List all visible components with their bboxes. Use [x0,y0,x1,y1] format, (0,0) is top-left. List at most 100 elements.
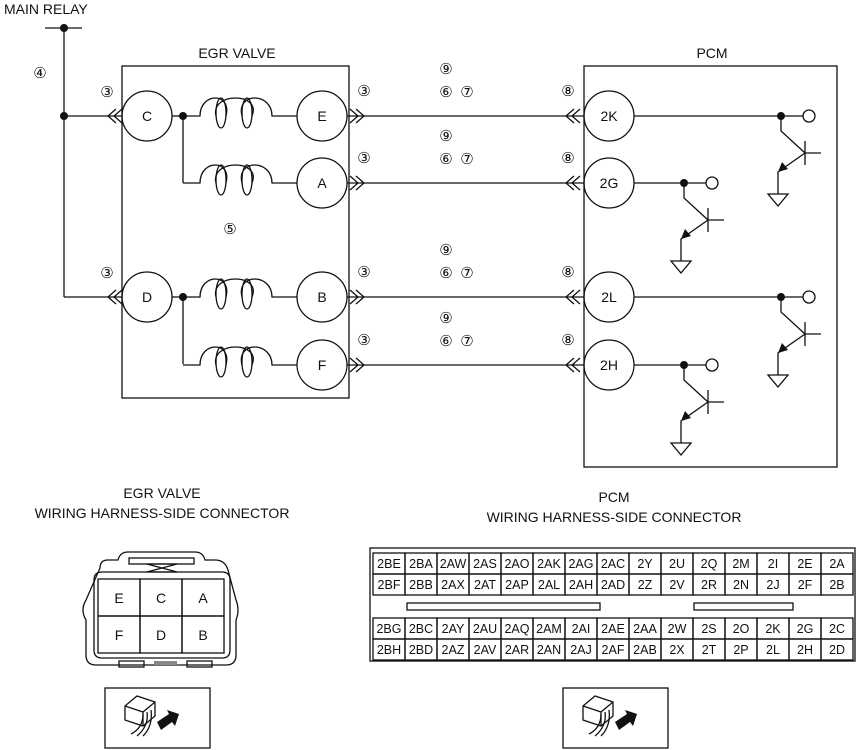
pcm-connector-pin-label: 2AT [474,578,496,592]
output-terminal-icon [802,290,816,304]
key-slot [406,602,601,611]
pcm-label: PCM [696,45,727,61]
ground-icon [669,260,693,275]
egr-terminal-b-label: B [317,289,326,305]
egr-valve-label: EGR VALVE [198,45,275,61]
callout-9: ⑨ [439,60,452,78]
pcm-connector-pin-label: 2AM [536,622,562,636]
pcm-connector-subtitle: WIRING HARNESS-SIDE CONNECTOR [487,509,742,525]
pcm-connector-pin-label: 2AD [601,578,625,592]
callout-4: ④ [33,64,46,82]
coil-loop [215,164,227,196]
coil-loop [241,346,253,378]
pcm-connector-pin-label: 2I [768,557,778,571]
pcm-connector-pin-label: 2A [829,557,845,571]
pcm-connector-pin-label: 2AG [568,557,593,571]
wire-icon [588,709,610,737]
pcm-connector-pin-label: 2AX [441,578,465,592]
egr-terminal-c-label: C [142,108,152,124]
key-tab [154,661,177,665]
callout-3: ③ [357,263,370,281]
pcm-connector-cell-2d [820,638,854,661]
egr-connector-title: EGR VALVE [123,485,200,501]
pcm-terminal-label: 2G [600,175,619,191]
coil-loop [215,278,227,310]
pcm-connector-pin-label: 2AA [633,622,657,636]
pcm-connector-pin-label: 2AU [473,622,497,636]
pcm-connector-pin-label: 2S [701,622,716,636]
connector-female-arrow [565,108,581,124]
callout-3: ③ [100,83,113,101]
pcm-connector-pin-label: 2R [701,578,717,592]
pcm-connector-pin-label: 2AZ [442,643,465,657]
callout-7: ⑦ [460,83,473,101]
pcm-connector-pin-label: 2BC [409,622,433,636]
egr-view-icon-frame [104,687,211,749]
pcm-connector-pin-label: 2M [732,557,749,571]
pcm-connector-pin-label: 2AJ [570,643,592,657]
output-terminal-icon [705,358,719,372]
key-tab [186,660,213,668]
egr-valve-body [121,65,350,399]
pcm-connector-pin-label: 2AO [504,557,529,571]
egr-connector-pin-label: D [156,627,166,643]
egr-terminal-f-label: F [318,357,327,373]
egr-terminal-e-label: E [317,108,326,124]
pcm-connector-title: PCM [598,489,629,505]
pcm-connector-pin-label: 2B [829,578,844,592]
pcm-connector-pin-label: 2AQ [504,622,529,636]
callout-3: ③ [357,149,370,167]
view-arrow-icon [615,710,637,730]
egr-connector-pin-label: A [198,590,208,606]
egr-connector-cell-b [181,615,225,654]
egr-connector-pin-label: C [156,590,166,606]
pcm-connector-pin-label: 2Z [638,578,653,592]
pcm-connector-pin-label: 2K [765,622,781,636]
pcm-connector-pin-label: 2H [797,643,813,657]
view-arrow-icon [157,710,179,730]
pcm-connector-pin-label: 2Q [701,557,718,571]
pcm-connector-pin-label: 2BD [409,643,433,657]
coil-loop [215,346,227,378]
coil-loop [241,164,253,196]
pcm-connector-pin-label: 2F [798,578,813,592]
pcm-connector-pin-label: 2AK [537,557,561,571]
emitter-arrow-icon [778,343,788,353]
pcm-connector-pin-label: 2X [669,643,685,657]
callout-9: ⑨ [439,309,452,327]
pcm-connector-pin-label: 2E [797,557,812,571]
coil-loop [241,97,253,129]
solenoid-coil [183,278,297,298]
connector-female-arrow [565,175,581,191]
callout-6: ⑥ [439,150,452,168]
pcm-terminal-label: 2K [600,108,618,124]
solenoid-coil [183,346,297,366]
pcm-connector-pin-label: 2AC [601,557,625,571]
pcm-connector-pin-label: 2J [766,578,779,592]
callout-5: ⑤ [223,220,236,238]
ground-icon [766,193,790,208]
pcm-connector-pin-label: 2Y [637,557,653,571]
pcm-connector-pin-label: 2G [797,622,814,636]
connector-female-arrow [565,289,581,305]
connector-female-arrow [565,357,581,373]
pcm-connector-pin-label: 2AE [601,622,625,636]
callout-7: ⑦ [460,150,473,168]
transistor-icon [777,297,821,375]
callout-9: ⑨ [439,241,452,259]
callout-7: ⑦ [460,332,473,350]
callout-8: ⑧ [561,263,574,281]
pcm-connector-pin-label: 2BB [409,578,433,592]
pcm-connector-pin-label: 2D [829,643,845,657]
transistor-icon [777,116,821,194]
coil-loop [241,278,253,310]
callout-8: ⑧ [561,82,574,100]
transistor-icon [680,365,724,443]
egr-terminal-d-label: D [142,289,152,305]
pcm-connector-pin-label: 2V [669,578,685,592]
pcm-connector-pin-label: 2AS [473,557,497,571]
egr-connector-pin-label: F [115,627,124,643]
